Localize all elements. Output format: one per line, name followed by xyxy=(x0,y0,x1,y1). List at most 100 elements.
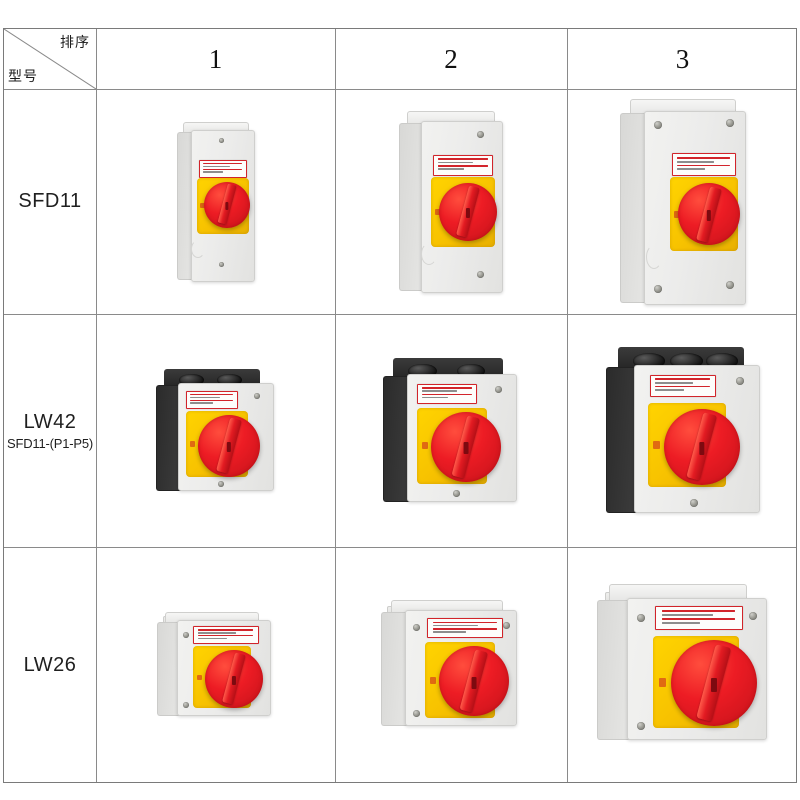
screw-bottom xyxy=(689,498,698,507)
enclosure-side-face xyxy=(176,131,194,280)
product-cell-sfd11-3 xyxy=(567,89,798,314)
column-header-2: 2 xyxy=(444,43,458,74)
screw-top-right xyxy=(495,385,502,393)
column-divider-3 xyxy=(567,29,568,782)
product-image-lw42-small xyxy=(155,368,276,493)
product-cell-lw26-3 xyxy=(567,547,798,783)
knob-slot xyxy=(465,208,471,218)
position-indicator xyxy=(435,208,442,215)
product-image-lw26-medium xyxy=(381,598,521,732)
knob-slot xyxy=(710,677,717,693)
position-indicator xyxy=(429,676,437,684)
cable-knockout xyxy=(190,239,205,258)
row-label-lw26: LW26 xyxy=(4,547,96,783)
screw-bottom-left xyxy=(182,702,189,708)
screw-top-right xyxy=(725,119,734,127)
warning-label xyxy=(417,383,477,404)
screw-bottom xyxy=(453,489,460,497)
enclosure-side-face xyxy=(383,375,410,502)
knob-slot xyxy=(698,441,705,455)
row-label-sub: SFD11-(P1-P5) xyxy=(6,435,93,451)
product-cell-sfd11-1 xyxy=(96,89,335,314)
screw-top xyxy=(477,130,484,138)
product-image-lw42-large xyxy=(605,346,760,515)
screw-bottom-left xyxy=(653,285,662,293)
row-divider-2 xyxy=(4,547,796,548)
screw-top-left xyxy=(182,632,189,638)
warning-label xyxy=(185,390,238,409)
enclosure-side-face xyxy=(381,612,408,726)
corner-order-label: 排序 xyxy=(60,34,90,50)
product-image-lw26-large xyxy=(596,582,769,748)
screw-bottom xyxy=(477,270,484,278)
enclosure-side-face xyxy=(596,600,630,740)
screw-top-left xyxy=(636,614,645,622)
warning-label xyxy=(192,626,259,644)
product-cell-lw42-2 xyxy=(335,314,567,547)
row-label-main: LW26 xyxy=(23,653,77,676)
knob-slot xyxy=(463,442,469,455)
rotary-knob[interactable] xyxy=(670,640,757,726)
warning-label xyxy=(198,159,247,178)
position-indicator xyxy=(652,441,660,449)
rotary-knob[interactable] xyxy=(439,182,497,241)
screw-top-right xyxy=(253,392,260,399)
position-indicator xyxy=(200,203,205,209)
knob-slot xyxy=(224,201,229,210)
knob-slot xyxy=(706,210,711,221)
comparison-table: 排序 型号 1 2 3 SFD11 LW42 SFD11-(P1-P5) LW2… xyxy=(3,28,797,783)
rotary-knob[interactable] xyxy=(663,408,740,485)
warning-label xyxy=(433,154,493,176)
position-indicator xyxy=(658,678,667,687)
warning-label xyxy=(649,374,716,397)
screw-bottom-left xyxy=(636,722,645,730)
screw-top-right xyxy=(735,376,744,385)
enclosure-side-face xyxy=(619,113,647,303)
product-image-lw42-medium xyxy=(383,357,519,504)
product-cell-lw42-1 xyxy=(96,314,335,547)
rotary-knob[interactable] xyxy=(197,414,260,477)
position-indicator xyxy=(196,674,202,681)
position-indicator xyxy=(421,442,429,450)
row-divider-header xyxy=(4,89,796,90)
column-divider-2 xyxy=(335,29,336,782)
knob-slot xyxy=(231,675,236,686)
row-divider-1 xyxy=(4,314,796,315)
warning-label xyxy=(671,153,736,176)
row-label-main: LW42 xyxy=(23,410,77,433)
screw-top-left xyxy=(413,624,420,631)
rotary-knob[interactable] xyxy=(204,650,263,708)
product-cell-sfd11-2 xyxy=(335,89,567,314)
product-cell-lw26-2 xyxy=(335,547,567,783)
enclosure-side-face xyxy=(605,366,637,513)
enclosure-side-face xyxy=(156,622,180,716)
rotary-knob[interactable] xyxy=(439,646,509,716)
rotary-knob[interactable] xyxy=(203,181,250,228)
product-image-lw26-small xyxy=(156,610,275,720)
row-label-sfd11: SFD11 xyxy=(4,89,96,314)
column-header-3: 3 xyxy=(675,43,690,74)
product-cell-lw42-3 xyxy=(567,314,798,547)
row-label-main: SFD11 xyxy=(18,190,82,212)
rotary-knob[interactable] xyxy=(431,411,501,482)
position-indicator xyxy=(189,440,196,447)
row-label-lw42: LW42 SFD11-(P1-P5) xyxy=(4,314,96,547)
corner-model-label: 型号 xyxy=(8,68,38,84)
corner-header-cell: 排序 型号 xyxy=(4,29,96,89)
rotary-knob[interactable] xyxy=(677,183,740,245)
screw-top-right xyxy=(748,612,757,620)
product-image-sfd11-medium xyxy=(399,110,503,293)
screw-bottom xyxy=(218,261,224,267)
cable-knockout xyxy=(645,245,662,269)
enclosure-side-face xyxy=(399,122,424,291)
column-divider-1 xyxy=(96,29,97,782)
enclosure-side-face xyxy=(155,384,181,491)
product-image-sfd11-large xyxy=(619,99,746,305)
cable-knockout xyxy=(421,242,437,265)
warning-label xyxy=(427,618,503,638)
screw-top-left xyxy=(653,121,662,129)
diagonal-divider-line xyxy=(4,29,96,89)
knob-slot xyxy=(471,676,477,689)
screw-top-right xyxy=(503,622,510,629)
